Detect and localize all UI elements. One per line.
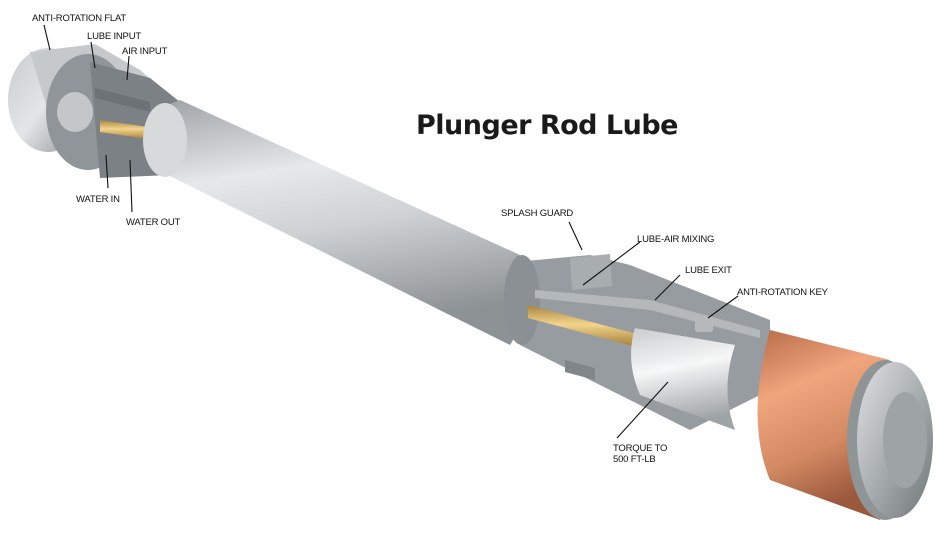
front-section-cutaway	[504, 254, 770, 430]
piston-nut	[631, 328, 735, 430]
label-torque-line1: TORQUE TO	[613, 443, 668, 454]
label-anti-rotation-flat: ANTI-ROTATION FLAT	[32, 13, 127, 24]
leader-lines	[43, 24, 739, 439]
label-lube-input: LUBE INPUT	[87, 31, 141, 42]
label-splash-guard: SPLASH GUARD	[501, 208, 574, 219]
copper-sleeve	[757, 330, 933, 520]
rear-housing	[8, 44, 190, 178]
splash-guard-shape	[570, 254, 612, 290]
anti-rotation-key-shape	[695, 318, 713, 332]
plunger-rod-body	[143, 100, 528, 345]
label-water-out: WATER OUT	[126, 217, 181, 228]
label-anti-rotation-key: ANTI-ROTATION KEY	[737, 287, 828, 298]
label-lube-air-mixing: LUBE-AIR MIXING	[637, 234, 715, 245]
label-water-in: WATER IN	[76, 194, 120, 205]
label-lube-exit: LUBE EXIT	[685, 265, 732, 276]
diagram-title: Plunger Rod Lube	[416, 110, 678, 141]
label-torque-line2: 500 FT-LB	[613, 454, 656, 465]
label-torque: TORQUE TO 500 FT-LB	[613, 443, 667, 465]
label-air-input: AIR INPUT	[122, 46, 168, 57]
